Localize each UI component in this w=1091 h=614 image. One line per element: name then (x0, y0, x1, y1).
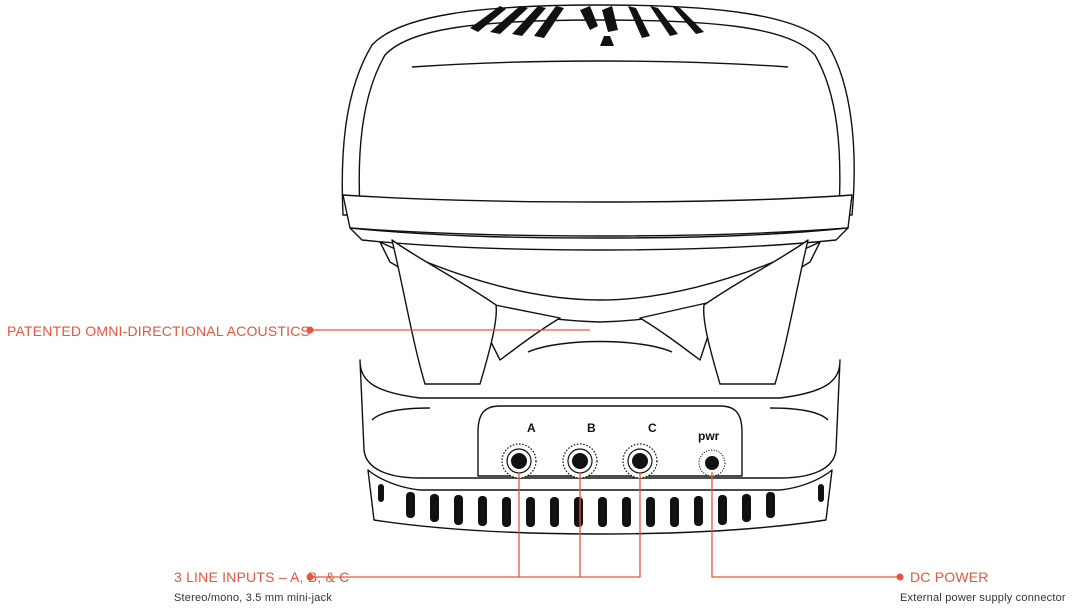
dc-power-callout-subtitle: External power supply connector (900, 592, 1066, 604)
callout-lines (310, 329, 900, 578)
port-pwr (698, 449, 726, 477)
grille-slots (378, 484, 824, 527)
dome-rim (342, 194, 853, 237)
speaker-dome (341, 4, 855, 216)
base-top-edge-right (769, 407, 829, 421)
left-leg (391, 239, 498, 385)
power-leader (711, 472, 900, 578)
power-dot (896, 573, 904, 581)
dome-inner-band (358, 19, 841, 211)
port-b-label: B (587, 421, 596, 435)
port-pwr-label: pwr (698, 429, 720, 443)
base-top-edge (371, 407, 431, 421)
port-b (562, 443, 598, 479)
inputs-dot (306, 573, 314, 581)
line-inputs-callout-title: 3 LINE INPUTS – A, B, & C (174, 569, 350, 585)
top-vent (470, 6, 704, 46)
line-inputs-callout-subtitle: Stereo/mono, 3.5 mm mini-jack (174, 592, 333, 604)
port-panel (477, 405, 743, 477)
acoustics-dot (306, 326, 314, 334)
dc-power-callout-title: DC POWER (910, 569, 989, 585)
acoustics-callout-title: PATENTED OMNI-DIRECTIONAL ACOUSTICS (7, 323, 311, 339)
dome-seam (411, 60, 789, 68)
right-leg (702, 239, 809, 385)
inner-arc (527, 340, 673, 353)
port-c-label: C (648, 421, 657, 435)
port-a-label: A (527, 421, 536, 435)
callout-dots (306, 326, 904, 581)
waist-collar (349, 227, 849, 251)
throat-right (639, 299, 721, 361)
